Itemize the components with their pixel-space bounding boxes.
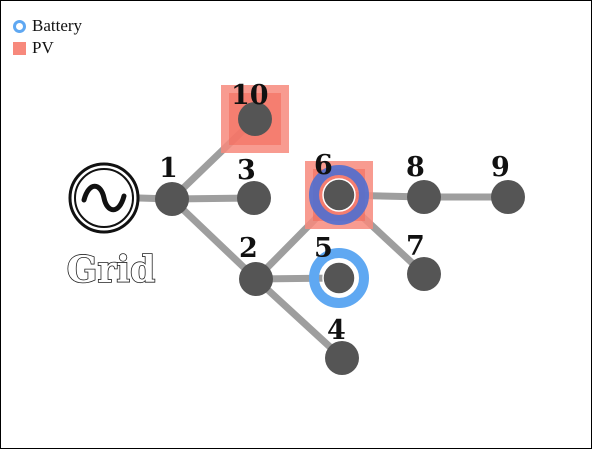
asset-layer <box>221 85 373 308</box>
bus-node-7 <box>407 257 441 291</box>
node-label-1: 1 <box>159 153 178 184</box>
edge-2-4 <box>253 276 345 361</box>
bus-node-9 <box>491 180 525 214</box>
bus-node-2 <box>239 262 273 296</box>
legend: Battery PV <box>9 15 82 59</box>
node-label-3: 3 <box>237 155 256 186</box>
bus-node-6 <box>322 178 356 212</box>
battery-ring-icon <box>13 19 26 33</box>
bus-node-5 <box>322 261 356 295</box>
bus-node-8 <box>407 180 441 214</box>
legend-item-pv: PV <box>9 37 82 59</box>
node-label-10: 10 <box>231 80 269 111</box>
node-layer <box>155 102 525 375</box>
legend-battery-label: Battery <box>32 16 83 35</box>
bus-node-10 <box>238 102 272 136</box>
battery-marker-6 <box>309 165 369 225</box>
node-label-4: 4 <box>327 315 346 346</box>
bus-node-4 <box>325 341 359 375</box>
battery-marker-5 <box>309 248 369 308</box>
edge-1-2 <box>169 196 259 282</box>
node-label-8: 8 <box>406 152 425 183</box>
node-label-9: 9 <box>491 152 510 183</box>
grid-source-icon <box>68 162 140 234</box>
node-label-7: 7 <box>406 231 425 262</box>
bus-node-3 <box>237 181 271 215</box>
legend-item-battery: Battery <box>9 15 82 37</box>
node-label-layer: 1 2 3 4 5 6 7 8 9 10 <box>159 80 510 346</box>
grid-label: Grid <box>67 249 156 291</box>
node-label-2: 2 <box>239 233 258 264</box>
node-label-5: 5 <box>314 233 333 264</box>
node-label-6: 6 <box>314 150 333 181</box>
pv-square-icon <box>13 41 26 55</box>
legend-pv-label: PV <box>32 38 54 57</box>
bus-node-1 <box>155 182 189 216</box>
